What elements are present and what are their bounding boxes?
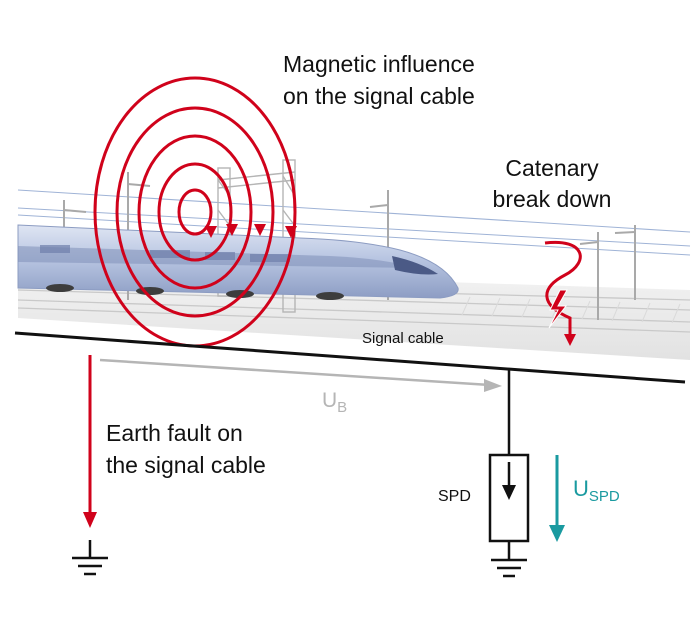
- ub-main: U: [322, 389, 337, 412]
- catenary-break-arrowhead: [564, 334, 576, 346]
- ub-label: UB: [322, 389, 347, 416]
- catenary-label-line1: Catenary: [505, 155, 599, 181]
- earth-fault-label-line2: the signal cable: [106, 452, 266, 478]
- ground-symbol-spd: [491, 558, 527, 578]
- uspd-label: USPD: [573, 476, 620, 505]
- signal-cable-line: [14, 331, 686, 384]
- uspd-subscript: SPD: [589, 488, 620, 505]
- uspd-voltage-arrow: [549, 455, 565, 542]
- spd-branch: [488, 370, 530, 560]
- signal-cable-label: Signal cable: [362, 330, 444, 347]
- magnetic-field-arrows: [205, 224, 297, 238]
- ground-symbol-left: [72, 540, 108, 576]
- earth-fault-arrow: [83, 355, 97, 528]
- ub-subscript: B: [337, 399, 347, 416]
- spd-label: SPD: [438, 488, 471, 505]
- spd-arrow: [502, 485, 516, 500]
- ub-voltage-arrow: [99, 358, 502, 392]
- earth-fault-label-line1: Earth fault on: [106, 420, 243, 446]
- magnetic-influence-label-line1: Magnetic influence: [283, 51, 475, 77]
- uspd-main: U: [573, 476, 589, 501]
- catenary-label-line2: break down: [493, 186, 612, 212]
- magnetic-influence-label-line2: on the signal cable: [283, 83, 475, 109]
- lightning-icon: [548, 289, 568, 329]
